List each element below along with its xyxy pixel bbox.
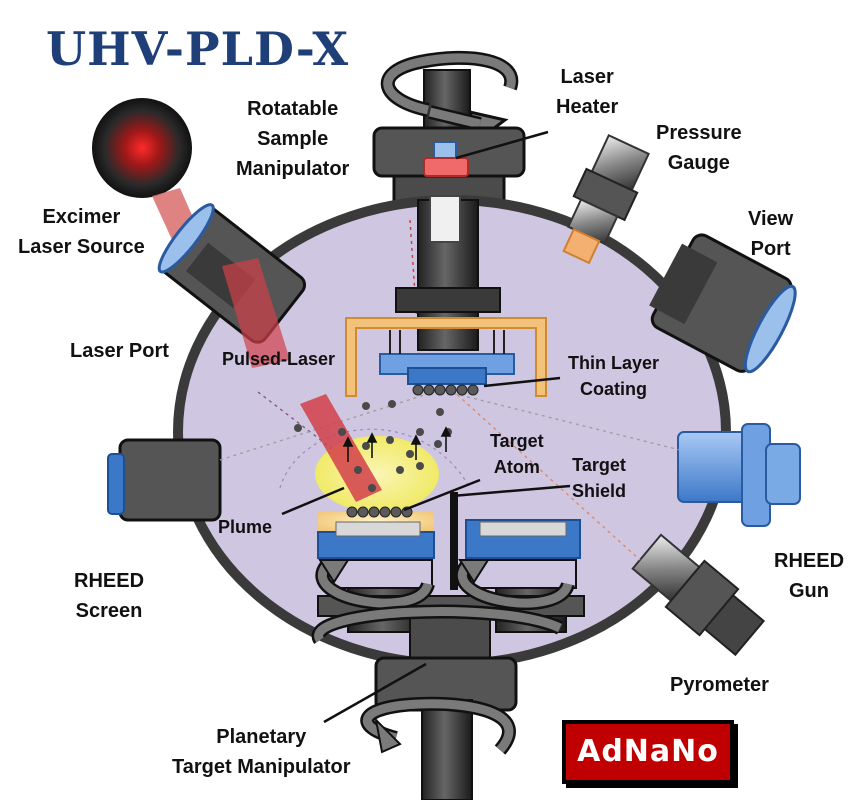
adnano-logo: AdNaNo	[562, 720, 734, 784]
label-plume: Plume	[218, 517, 273, 537]
page-title: UHV-PLD-X	[46, 22, 350, 76]
label-line: Coating	[580, 379, 648, 399]
label-pyrometer: Pyrometer	[670, 674, 769, 696]
label-line: Shield	[572, 481, 627, 501]
sample-holder	[345, 287, 547, 397]
label-rotatable-sample-manipulator: Rotatable Sample Manipulator	[236, 94, 349, 184]
label-line: Laser Source	[18, 236, 145, 258]
label-line: Laser	[560, 66, 614, 88]
bottom-rotation-arrows	[311, 559, 575, 755]
label-line: Heater	[556, 96, 619, 118]
label-line: Sample	[257, 128, 329, 150]
label-line: Manipulator	[236, 158, 350, 180]
label-pressure-gauge: Pressure Gauge	[656, 118, 742, 178]
rheed-gun	[677, 423, 801, 527]
label-laser-port: Laser Port	[70, 340, 169, 362]
label-line: RHEED	[74, 570, 145, 592]
label-target-atom: Target Atom	[490, 428, 544, 480]
top-rotation-arrow	[381, 50, 519, 143]
label-line: Pressure	[656, 122, 742, 144]
label-line: Gauge	[667, 152, 730, 174]
laser-heater	[423, 141, 469, 177]
label-excimer-laser-source: Excimer Laser Source	[18, 202, 145, 262]
label-rheed-gun: RHEED Gun	[774, 546, 844, 606]
label-line: Port	[750, 238, 791, 260]
coating-atoms	[412, 384, 479, 396]
label-line: Thin Layer	[568, 353, 660, 373]
label-line: Target	[572, 455, 626, 475]
label-line: Rotatable	[247, 98, 339, 120]
atom-motion-arrows	[342, 426, 452, 462]
pyrometer	[631, 533, 766, 657]
target-shield	[450, 492, 458, 590]
label-line: Planetary	[216, 726, 307, 748]
pulsed-laser-beam	[222, 258, 382, 502]
logo-text: AdNaNo	[577, 734, 719, 769]
pressure-gauge	[562, 133, 650, 265]
label-line: Atom	[493, 457, 540, 477]
label-view-port: View Port	[748, 204, 793, 264]
label-line: RHEED	[774, 550, 845, 572]
label-rheed-screen: RHEED Screen	[74, 566, 144, 626]
label-line: View	[748, 208, 794, 230]
label-line: Gun	[789, 580, 829, 602]
rheed-screen-port	[107, 438, 222, 522]
label-line: Target Manipulator	[172, 756, 351, 778]
label-line: Excimer	[42, 206, 121, 228]
label-line: Screen	[75, 600, 143, 622]
label-laser-heater: Laser Heater	[556, 62, 618, 122]
label-pulsed-laser: Pulsed-Laser	[222, 349, 336, 369]
label-target-shield: Target Shield	[572, 452, 626, 504]
label-thin-layer-coating: Thin Layer Coating	[568, 350, 659, 402]
leader-lines	[281, 130, 571, 724]
label-line: Target	[490, 431, 544, 451]
label-planetary-target-manipulator: Planetary Target Manipulator	[172, 722, 351, 782]
view-port	[649, 233, 797, 374]
